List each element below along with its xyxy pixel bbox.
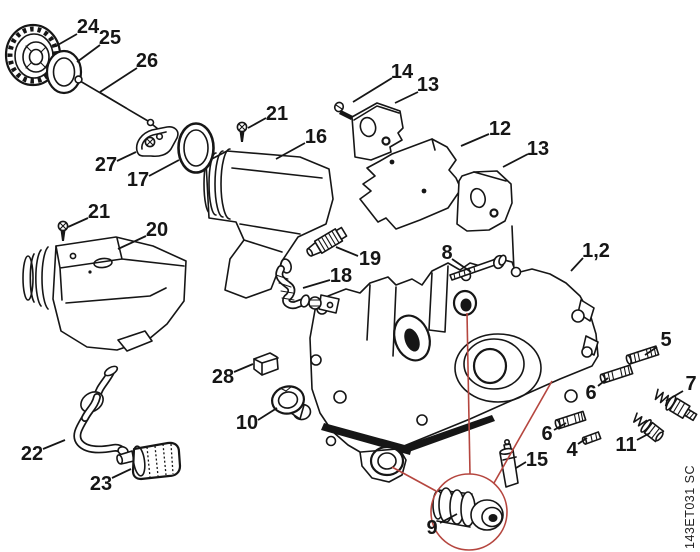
part-8-screw (449, 254, 507, 281)
highlight-line (466, 312, 471, 475)
leader-line (275, 142, 306, 160)
part-14-screw (333, 101, 353, 120)
part-number-label: 4 (566, 439, 578, 461)
leader-line (99, 67, 138, 93)
leader-line (148, 159, 180, 177)
leader-line (302, 279, 331, 289)
part-28-damper-block (253, 352, 279, 376)
part-16-tank-housing (203, 148, 334, 299)
leader-line (42, 439, 66, 450)
part-17-ring-seal (177, 122, 215, 174)
highlight-circle (430, 473, 508, 551)
part-number-label: 28 (212, 366, 234, 388)
part-13-baffle-plate-right (456, 170, 515, 272)
part-number-label: 7 (685, 373, 696, 395)
highlight-line (391, 466, 437, 492)
part-24-filler-cap (4, 23, 62, 87)
part-10-grommet (270, 385, 312, 421)
part-9-oil-pump-grommet (432, 487, 504, 531)
part-number-label: 17 (127, 169, 149, 191)
leader-line (55, 33, 78, 47)
leader-line (570, 257, 584, 272)
part-number-label: 25 (99, 27, 121, 49)
part-number-label: 19 (359, 248, 381, 270)
part-number-label: 6 (585, 382, 596, 404)
part-13-baffle-plate-left (351, 102, 404, 161)
leader-line (460, 133, 490, 147)
part-number-label: 16 (305, 126, 327, 148)
part-number-label: 5 (660, 329, 671, 351)
part-19-plug-screw (306, 226, 348, 257)
part-number-label: 10 (236, 412, 258, 434)
leader-line (335, 246, 359, 257)
part-21-screw-top (236, 121, 248, 142)
leader-line (644, 346, 658, 356)
part-number-label: 13 (417, 74, 439, 96)
leader-line (502, 153, 529, 168)
part-21-screw-left (57, 220, 69, 241)
part-20-fuel-tank (22, 236, 187, 352)
highlight-annotation (391, 312, 553, 551)
leader-line (116, 151, 137, 162)
part-23-fuel-filter (116, 441, 182, 481)
part-number-label: 21 (88, 201, 110, 223)
part-number-label: 12 (489, 118, 511, 140)
leader-line (553, 422, 567, 431)
part-number-label: 18 (330, 265, 352, 287)
part-number-label: 11 (615, 434, 636, 456)
leader-line (247, 117, 267, 129)
leader-line (597, 377, 609, 387)
leader-line (451, 258, 472, 273)
part-number-label: 24 (77, 16, 100, 38)
part-25-sealing-ring (45, 49, 83, 95)
part-number-label: 14 (391, 61, 414, 83)
leader-line (439, 513, 458, 524)
part-number-label: 9 (426, 517, 437, 539)
part-4-pin (581, 431, 602, 445)
part-number-label: 13 (527, 138, 549, 160)
part-12-heat-shield (359, 138, 462, 230)
leader-line (117, 235, 147, 250)
part-number-label: 1,2 (582, 240, 610, 262)
part-26-retainer-rod (74, 75, 159, 130)
leader-line (636, 432, 651, 441)
leader-line (515, 461, 527, 469)
part-27-pickup-body (135, 126, 179, 158)
part-1-2-crankcase (309, 257, 599, 483)
leader-line (76, 44, 101, 63)
part-number-label: 20 (146, 219, 168, 241)
part-number-label: 8 (441, 242, 452, 264)
part-22-fuel-hose (73, 365, 129, 456)
leader-line (67, 217, 89, 228)
part-number-label: 23 (90, 473, 112, 495)
part-number-label: 6 (541, 423, 552, 445)
part-number-label: 26 (136, 50, 158, 72)
leader-line (257, 407, 278, 421)
part-18-vent-hose (275, 265, 340, 314)
part-number-label: 27 (95, 154, 117, 176)
leader-line (111, 468, 132, 479)
leader-line (233, 363, 254, 373)
leader-line (352, 77, 393, 103)
drawing-number: 143ET031 SC (683, 465, 697, 549)
part-number-label: 21 (266, 103, 288, 125)
leader-line (665, 390, 684, 402)
part-15-pin-bushing (499, 438, 519, 488)
part-number-label: 15 (526, 449, 548, 471)
part-number-label: 22 (21, 443, 43, 465)
highlight-line (493, 380, 553, 484)
leader-line (394, 91, 419, 104)
leader-line (577, 437, 588, 445)
